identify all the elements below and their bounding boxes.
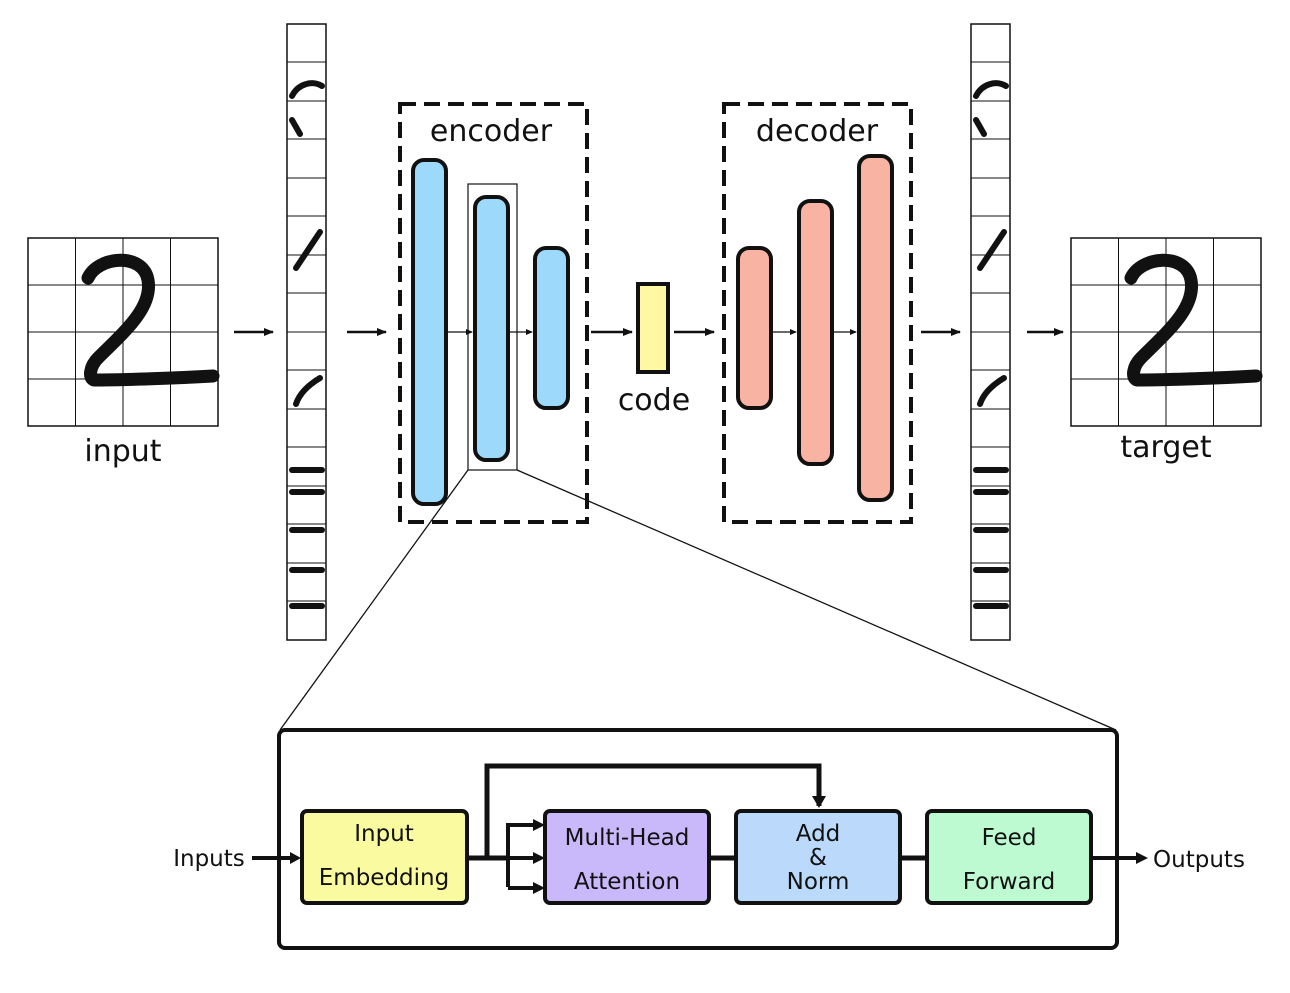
encoder-layer-1 xyxy=(411,158,448,506)
attention-line2: Attention xyxy=(574,869,680,895)
input-image xyxy=(27,237,218,427)
input-embedding-block xyxy=(300,809,469,905)
embedding-line1: Input xyxy=(354,821,414,847)
inputs-label: Inputs xyxy=(173,846,245,872)
multi-head-attention-block xyxy=(543,809,711,905)
decoder-group xyxy=(722,102,913,524)
decoder-layer-1 xyxy=(736,246,773,410)
encoder-group xyxy=(398,102,589,524)
zoom-line-right xyxy=(516,469,1117,731)
addnorm-line3: Norm xyxy=(787,869,850,895)
feedforward-line2: Forward xyxy=(963,869,1056,895)
encoder-layer-3 xyxy=(533,246,570,410)
embedding-line2: Embedding xyxy=(319,865,449,891)
decoder-layer-3 xyxy=(857,154,894,502)
decoder-layer-2 xyxy=(797,199,834,466)
target-label: target xyxy=(1120,430,1211,465)
decoder-label: decoder xyxy=(756,114,879,149)
addnorm-line2: & xyxy=(809,845,827,871)
outputs-label: Outputs xyxy=(1153,847,1245,873)
output-vector xyxy=(970,23,1011,641)
encoder-label: encoder xyxy=(430,114,553,149)
attention-line1: Multi-Head xyxy=(565,825,690,851)
zoom-highlight-box xyxy=(467,183,518,471)
code-block xyxy=(636,282,670,374)
input-label: input xyxy=(84,434,161,469)
input-vector xyxy=(286,23,327,641)
zoom-line-left xyxy=(279,469,469,731)
add-norm-block xyxy=(734,809,902,905)
feed-forward-block xyxy=(925,809,1093,905)
encoder-layer-2 xyxy=(473,195,510,462)
target-image xyxy=(1070,237,1261,427)
code-label: code xyxy=(618,383,690,418)
addnorm-line1: Add xyxy=(796,821,841,847)
feedforward-line1: Feed xyxy=(982,825,1037,851)
transformer-panel xyxy=(252,728,1148,950)
